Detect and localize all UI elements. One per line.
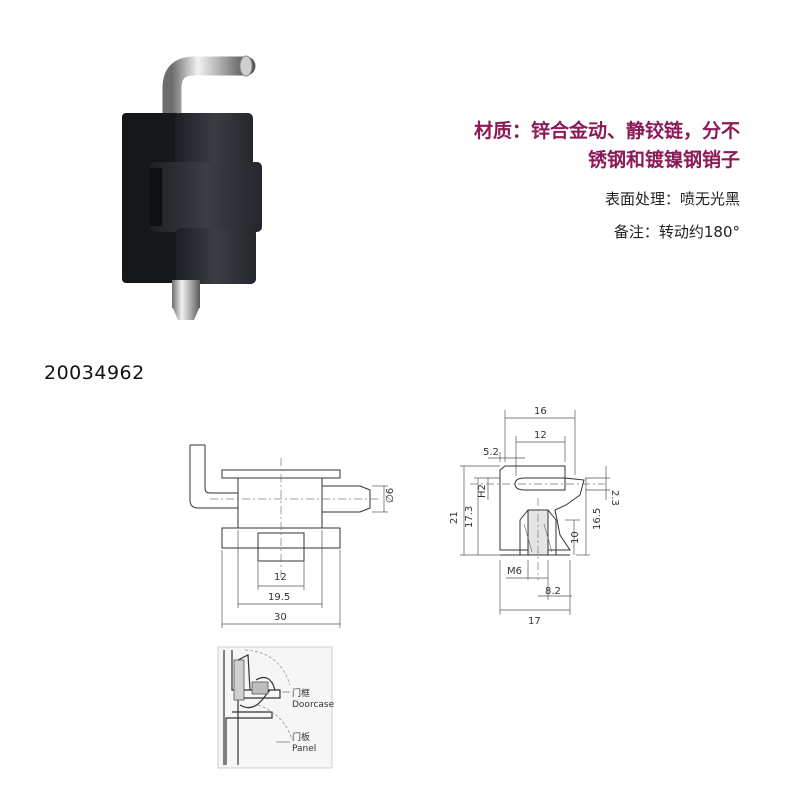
dim-10: 10 bbox=[570, 531, 581, 544]
dim-17-3: 17.3 bbox=[464, 506, 475, 528]
panel-cn-label: 门板 bbox=[292, 731, 310, 743]
rotation-note: 备注：转动约180° bbox=[613, 223, 740, 241]
product-code: 20034962 bbox=[44, 362, 145, 384]
dim-2-3: 2.3 bbox=[609, 490, 620, 506]
dim-21: 21 bbox=[449, 511, 460, 524]
dim-h2: H2 bbox=[477, 484, 488, 498]
dim-16-top: 16 bbox=[534, 406, 547, 417]
front-view-drawing: 12 19.5 30 ∅6 bbox=[189, 444, 396, 628]
dim-m6: M6 bbox=[507, 566, 522, 577]
dim-17: 17 bbox=[528, 616, 541, 625]
dim-diameter-6: ∅6 bbox=[385, 488, 396, 503]
doorcase-cn-label: 门框 bbox=[292, 687, 310, 699]
dim-30: 30 bbox=[274, 612, 287, 623]
hinge-product-image bbox=[122, 55, 262, 320]
panel-en-label: Panel bbox=[292, 744, 316, 754]
dim-19-5: 19.5 bbox=[268, 592, 290, 603]
dim-16-5: 16.5 bbox=[592, 508, 603, 530]
installation-diagram: 门框 Doorcase 门板 Panel bbox=[217, 646, 335, 769]
dim-5-2: 5.2 bbox=[483, 447, 499, 458]
doorcase-en-label: Doorcase bbox=[292, 700, 335, 710]
material-line-2: 锈钢和镀镍钢销子 bbox=[587, 149, 740, 171]
dim-12-front: 12 bbox=[274, 572, 287, 583]
dim-8-2: 8.2 bbox=[545, 586, 561, 597]
surface-treatment: 表面处理：喷无光黑 bbox=[604, 190, 740, 208]
side-view-drawing: 16 12 5.2 2.3 H2 21 17.3 16.5 10 M6 8.2 … bbox=[449, 406, 620, 625]
material-line-1: 材质：锌合金动、静铰链，分不 bbox=[473, 120, 740, 142]
dim-12-side: 12 bbox=[534, 430, 547, 441]
